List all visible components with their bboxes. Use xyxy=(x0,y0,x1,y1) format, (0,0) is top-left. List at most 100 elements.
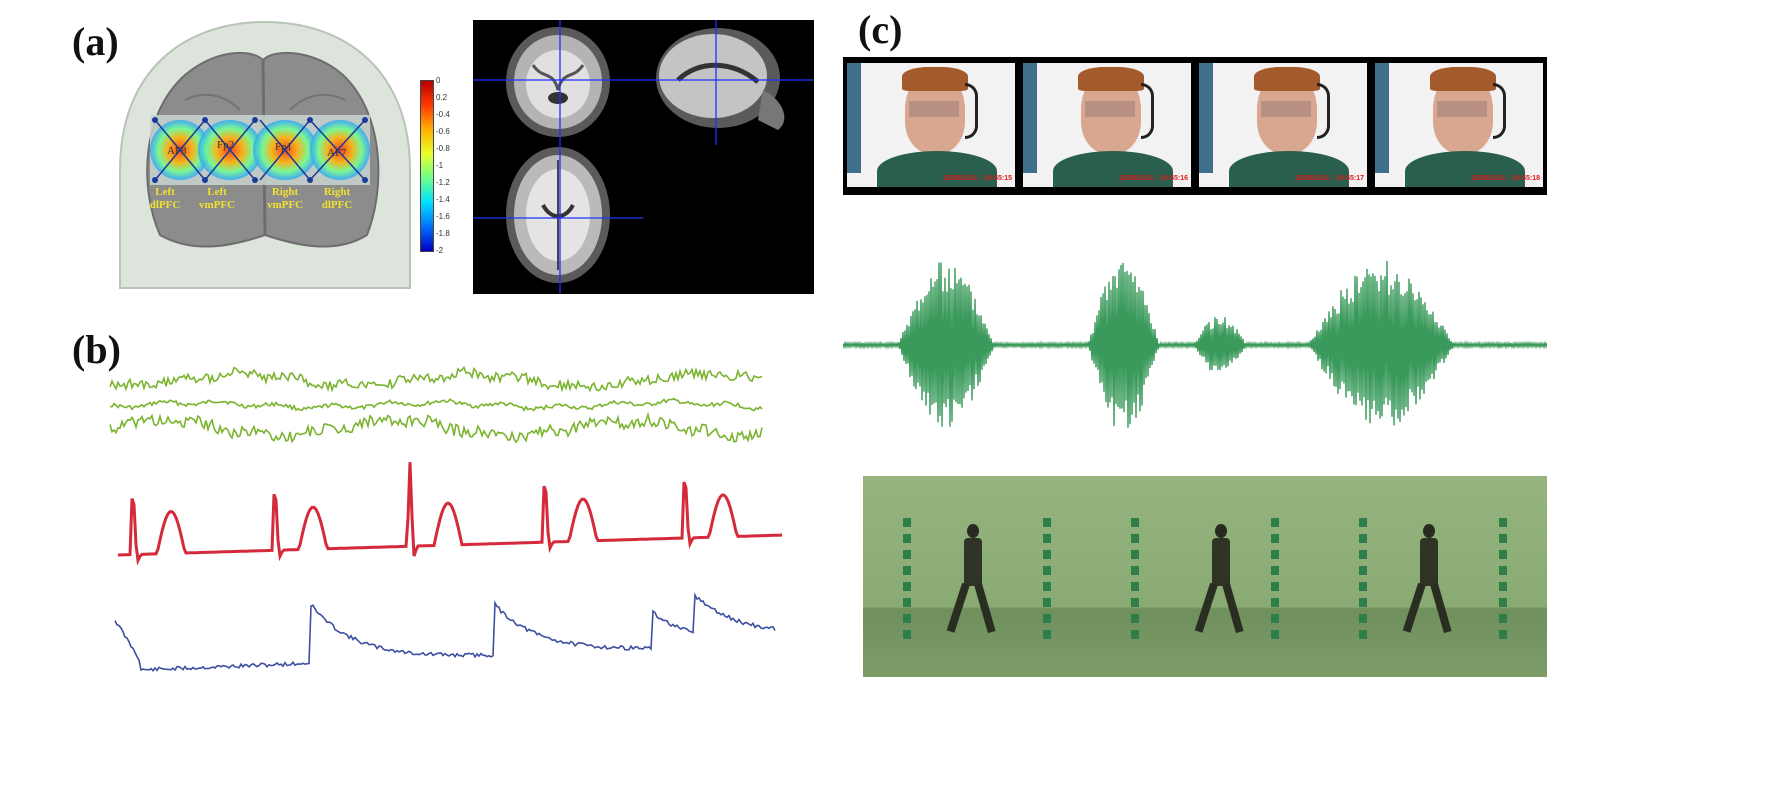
floor-marker xyxy=(903,582,911,591)
floor-marker xyxy=(1271,566,1279,575)
eda-trace xyxy=(114,592,776,672)
gait-frame xyxy=(1091,476,1320,677)
gait-frame xyxy=(863,476,1092,677)
physiological-signals xyxy=(109,365,782,672)
mri-orthogonal-views xyxy=(473,20,814,294)
channel-label: Fp1 xyxy=(275,141,292,153)
floor-marker xyxy=(1359,566,1367,575)
panel-c-label: (c) xyxy=(858,7,903,52)
wall-poster xyxy=(1199,63,1213,173)
eeg-channel-trace xyxy=(109,397,763,412)
floor-marker xyxy=(1131,534,1139,543)
hair xyxy=(1430,67,1496,91)
floor-marker xyxy=(1131,550,1139,559)
floor-marker xyxy=(1499,550,1507,559)
wall-poster xyxy=(1023,63,1037,173)
wall-poster xyxy=(1375,63,1389,173)
frame-timestamp: 22/06/2011 - 10:55:16 xyxy=(1119,175,1188,182)
video-frame: 22/06/2011 - 10:55:17 xyxy=(1199,63,1367,187)
colorbar-tick-label: 0 xyxy=(436,76,441,85)
floor-marker xyxy=(1359,534,1367,543)
floor-marker xyxy=(1499,630,1507,639)
floor-marker xyxy=(1271,518,1279,527)
ecg-trace xyxy=(117,462,782,566)
headset xyxy=(1493,83,1506,139)
floor-marker xyxy=(903,534,911,543)
colorbar-tick-label: -0.6 xyxy=(436,127,450,136)
floor-marker xyxy=(1043,534,1051,543)
floor-marker xyxy=(1359,518,1367,527)
gait-video-frames xyxy=(863,476,1547,677)
hair xyxy=(902,67,968,91)
walking-person xyxy=(946,524,996,636)
hair xyxy=(1254,67,1320,91)
headset xyxy=(965,83,978,139)
eeg-channel-trace xyxy=(109,365,763,393)
mri-sagittal-view xyxy=(656,28,785,130)
walking-person xyxy=(1194,524,1244,636)
shirt xyxy=(877,151,997,187)
floor-marker xyxy=(1131,566,1139,575)
floor-marker xyxy=(1271,550,1279,559)
channel-label: Fp2 xyxy=(217,139,234,151)
gait-frame xyxy=(1319,476,1547,677)
floor-marker xyxy=(1359,630,1367,639)
colorbar-tick-label: -1.6 xyxy=(436,212,450,221)
eeg-traces xyxy=(109,365,763,444)
floor-marker xyxy=(1131,598,1139,607)
floor-marker xyxy=(1499,534,1507,543)
colorbar-tick-label: -1.8 xyxy=(436,229,450,238)
colorbar-tick-label: -0.4 xyxy=(436,110,450,119)
colorbar-tick-label: -2 xyxy=(436,246,444,255)
floor-marker xyxy=(903,614,911,623)
frame-timestamp: 22/06/2011 - 10:55:18 xyxy=(1471,175,1540,182)
audio-waveform xyxy=(843,260,1547,428)
walking-person xyxy=(1402,524,1452,636)
floor-marker xyxy=(903,566,911,575)
floor-marker xyxy=(1359,550,1367,559)
colorbar-tick-label: -1 xyxy=(436,161,444,170)
floor-marker xyxy=(1359,614,1367,623)
floor-marker xyxy=(1271,614,1279,623)
floor-marker xyxy=(1043,550,1051,559)
floor-marker xyxy=(1499,566,1507,575)
floor-marker xyxy=(903,598,911,607)
panel-b-label: (b) xyxy=(72,327,121,372)
floor-marker xyxy=(1271,598,1279,607)
floor-marker xyxy=(1499,614,1507,623)
blurred-eyes xyxy=(1437,101,1487,117)
colorbar-tick-label: -0.8 xyxy=(436,144,450,153)
floor-marker xyxy=(903,630,911,639)
colorbar-tick-label: -1.2 xyxy=(436,178,450,187)
floor-marker xyxy=(1271,630,1279,639)
floor-marker xyxy=(1359,582,1367,591)
floor-marker xyxy=(1043,630,1051,639)
floor-marker xyxy=(1131,630,1139,639)
floor-marker xyxy=(1271,582,1279,591)
shirt xyxy=(1229,151,1349,187)
blurred-eyes xyxy=(1085,101,1135,117)
headset xyxy=(1317,83,1330,139)
frame-timestamp: 22/06/2011 - 10:55:15 xyxy=(943,175,1012,182)
floor-marker xyxy=(1043,582,1051,591)
shirt xyxy=(1053,151,1173,187)
floor-marker xyxy=(903,518,911,527)
channel-label: AF8 xyxy=(167,145,187,157)
floor-marker xyxy=(1043,518,1051,527)
hair xyxy=(1078,67,1144,91)
video-frame: 22/06/2011 - 10:55:15 xyxy=(847,63,1015,187)
video-frame: 22/06/2011 - 10:55:18 xyxy=(1375,63,1543,187)
floor-marker xyxy=(1043,566,1051,575)
floor-marker xyxy=(1131,582,1139,591)
mri-axial-view xyxy=(506,147,610,283)
floor-marker xyxy=(1043,598,1051,607)
colorbar xyxy=(420,80,434,252)
video-frame: 22/06/2011 - 10:55:16 xyxy=(1023,63,1191,187)
floor-marker xyxy=(1131,614,1139,623)
mri-coronal-view xyxy=(506,27,610,137)
